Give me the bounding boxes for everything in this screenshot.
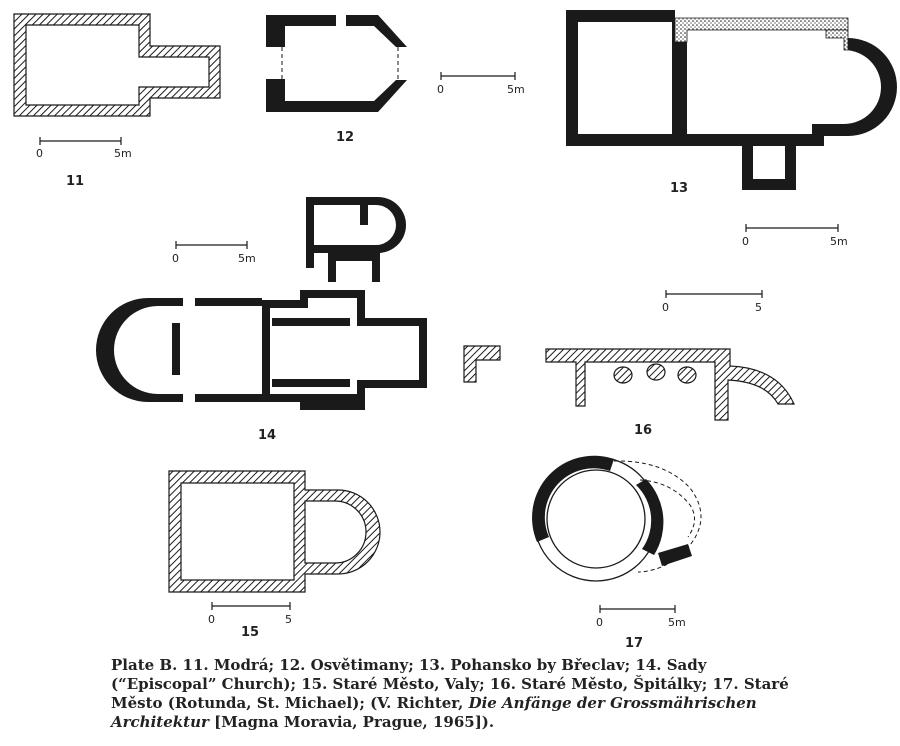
caption-text-part2: [Magna Moravia, Prague, 1965]). — [208, 713, 495, 731]
scale-15-end: 5 — [285, 613, 292, 626]
scale-16-end: 5 — [755, 301, 762, 314]
scale-bar-14: 0 5m — [172, 241, 256, 265]
plan-number-15: 15 — [241, 625, 259, 640]
caption-book-title: Die Anfänge der Grossmährischen Architek… — [111, 694, 757, 731]
scale-14-end: 5m — [238, 252, 256, 265]
plan-number-11: 11 — [66, 174, 84, 189]
plan-number-13: 13 — [670, 181, 688, 196]
plan-number-16: 16 — [634, 423, 652, 438]
plan-number-12: 12 — [336, 130, 354, 145]
scale-14-start: 0 — [172, 252, 179, 265]
scale-12-start: 0 — [437, 83, 444, 96]
plan-17-rotunda — [532, 455, 702, 582]
plan-16-spitalky — [463, 345, 795, 421]
scale-bar-12: 0 5m — [437, 72, 525, 96]
scale-15-start: 0 — [208, 613, 215, 626]
plan-14-sady — [96, 197, 427, 410]
caption-text-part1: Plate B. 11. Modrá; 12. Osvětimany; 13. … — [111, 656, 789, 712]
scale-bar-17: 0 5m — [596, 605, 686, 629]
plan-15-valy — [168, 470, 381, 593]
scale-bar-13: 0 5m — [742, 224, 848, 248]
scale-17-start: 0 — [596, 616, 603, 629]
scale-16-start: 0 — [662, 301, 669, 314]
scale-12-end: 5m — [507, 83, 525, 96]
scale-bar-16: 0 5 — [662, 290, 763, 314]
scale-13-end: 5m — [830, 235, 848, 248]
plan-number-14: 14 — [258, 428, 276, 443]
scale-11-end: 5m — [114, 147, 132, 160]
plate-drawing: 0 5m 11 12 0 5m 13 0 5m 0 — [13, 10, 897, 650]
plan-13-pohansko — [566, 10, 897, 190]
scale-13-start: 0 — [742, 235, 749, 248]
plan-11-modra — [13, 13, 221, 117]
scale-11-start: 0 — [36, 147, 43, 160]
scale-bar-15: 0 5 — [208, 602, 292, 626]
scale-bar-11: 0 5m — [36, 137, 132, 160]
scale-17-end: 5m — [668, 616, 686, 629]
plan-12-osvetimany — [266, 15, 407, 112]
plan-number-17: 17 — [625, 636, 643, 650]
plate-caption: Plate B. 11. Modrá; 12. Osvětimany; 13. … — [111, 656, 801, 732]
